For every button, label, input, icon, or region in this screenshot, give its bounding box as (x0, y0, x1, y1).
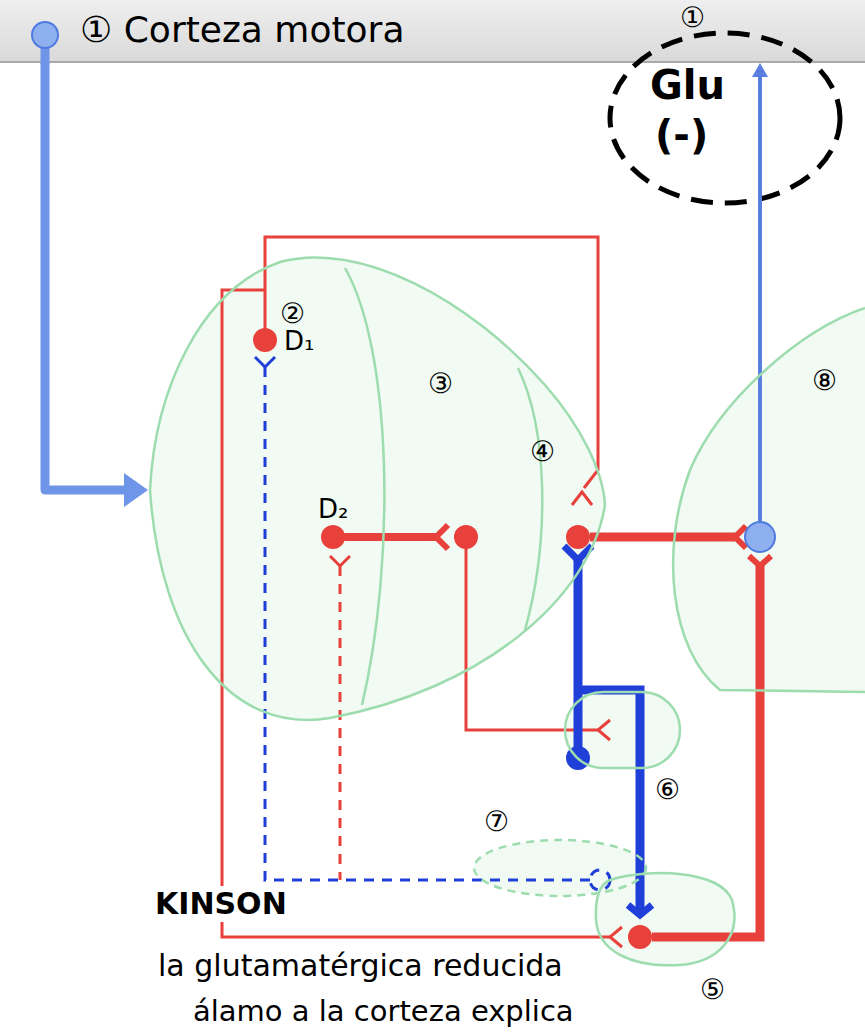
drawing-part (652, 566, 760, 937)
drawing-part (673, 308, 865, 692)
caption-fragment-holder: álamo a la corteza explica (190, 994, 577, 1028)
d2-receptor (330, 556, 350, 566)
neurotransmitter-label-holder: Glu (650, 62, 725, 108)
effect-label-holder: (-) (655, 112, 708, 158)
receptor-label-holder: D₂ (318, 494, 348, 524)
callout-number-holder: ⑧ (812, 365, 837, 397)
drawing-part (518, 368, 542, 630)
drawing-part (565, 692, 680, 768)
arrowhead (124, 473, 148, 507)
glu-callout-circle (610, 33, 840, 203)
neurotransmitter-label: Glu (650, 62, 725, 108)
callout-number: ⑦ (484, 806, 509, 838)
caption-fragment: KINSON (152, 886, 290, 922)
caption-fragment: álamo a la corteza explica (190, 994, 577, 1028)
callout-number: ⑥ (655, 774, 680, 806)
callout-number-holder: ⑦ (484, 806, 509, 838)
callout-number-holder: ③ (428, 368, 453, 400)
callout-number: ③ (428, 368, 453, 400)
drawing-part (454, 525, 478, 549)
callout-number: ④ (530, 436, 555, 468)
thalamus-region: ⑧ (660, 304, 865, 696)
callout-number: ⑧ (812, 365, 837, 397)
thalamic-axon (758, 303, 762, 522)
drawing-part (265, 367, 590, 880)
drawing-part (628, 925, 652, 949)
callout-number-holder: ② (280, 298, 305, 330)
region-title-holder: ① Corteza motora (80, 8, 404, 52)
callout-number-holder: ⑤ (700, 974, 725, 1006)
drawing-part (590, 533, 735, 542)
region-fills (150, 257, 865, 965)
callout-number: ② (280, 298, 305, 330)
drawing-part (339, 566, 342, 880)
drawing-part (345, 268, 384, 705)
striatum-region: ② (148, 252, 610, 730)
nigra-reticulata-region: ⑤ (590, 862, 740, 1010)
region-outline (340, 262, 572, 724)
drawing-part (628, 905, 652, 915)
stn-projections (564, 546, 652, 915)
receptor-label: D₂ (318, 494, 348, 524)
drawing-part (566, 525, 590, 549)
cortex-neuron (32, 22, 58, 48)
pathway-connector (758, 75, 762, 304)
pathway-connector (45, 63, 126, 490)
drawing-part (596, 873, 735, 965)
subthalamic-region: ⑥ (560, 686, 690, 808)
callout-number-holder: ① (680, 2, 705, 34)
drawing-part (265, 237, 598, 488)
drawing-part (598, 720, 610, 740)
drawing-part (321, 525, 345, 549)
caption-fragment-holder: KINSON (152, 886, 290, 922)
drawing-part (253, 328, 277, 352)
receptor-label: D₁ (284, 326, 314, 356)
drawing-part (745, 522, 775, 552)
d1-receptor (255, 357, 275, 367)
drawing-part (222, 290, 610, 937)
drawing-part (150, 257, 605, 720)
caption-fragment-holder: la glutamatérgica reducida (155, 948, 566, 984)
nigra-compacta-region: ⑦ (468, 804, 654, 900)
drawing-part (436, 525, 448, 549)
callout-number-holder: ④ (530, 436, 555, 468)
region-outline (148, 252, 610, 730)
drawing-part (474, 840, 646, 896)
callout-number: ① (680, 2, 705, 34)
drawing-part (673, 308, 865, 692)
callout-number-holder: ⑥ (655, 774, 680, 806)
receptor-label-holder: D₁ (284, 326, 314, 356)
gpi-region: ④ (514, 360, 610, 640)
caption-fragment: la glutamatérgica reducida (155, 948, 566, 984)
drawing-part (572, 492, 592, 505)
cortex-band-edge (0, 61, 865, 63)
dopamine-projections (265, 367, 610, 890)
drawing-part (150, 257, 605, 720)
region-outline (660, 304, 865, 696)
gpe-region: ③ (340, 262, 572, 724)
effect-label: (-) (655, 112, 708, 158)
drawing-part (474, 840, 646, 896)
arrowhead (752, 63, 768, 77)
drawing-part (610, 927, 622, 947)
drawing-part (749, 556, 771, 566)
region-title: ① Corteza motora (80, 8, 404, 52)
callout-number: ⑤ (700, 974, 725, 1006)
cortex-band: ① Corteza motora ① (0, 0, 865, 63)
drawing-part (574, 560, 583, 758)
region-outline (514, 360, 610, 640)
drawing-part (596, 873, 735, 965)
drawing-part (590, 870, 610, 890)
